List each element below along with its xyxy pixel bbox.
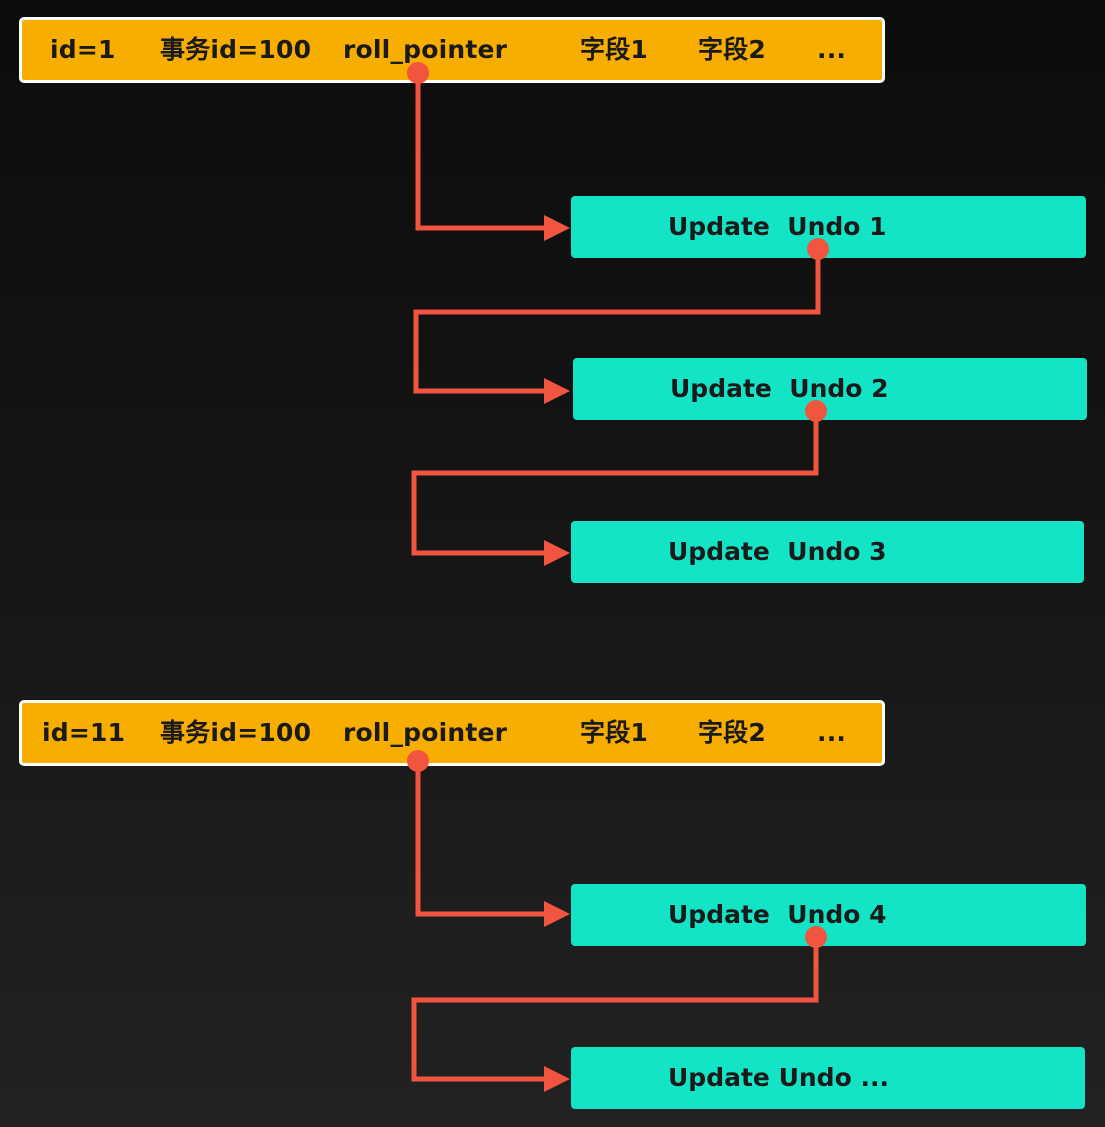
arrowhead: [544, 540, 570, 566]
undo-log-label: Update Undo ...: [668, 1063, 889, 1092]
record-roll-pointer: roll_pointer: [343, 35, 508, 64]
undo-log-label: Update Undo 4: [668, 900, 887, 929]
record-more: ...: [817, 718, 847, 747]
undo-log-label: Update Undo 2: [670, 374, 889, 403]
record-field-1: 字段1: [580, 718, 648, 747]
undo-log-3: Update Undo 3: [571, 521, 1084, 583]
arrowhead: [544, 378, 570, 404]
undo-log-label: Update Undo 3: [668, 537, 887, 566]
record-more: ...: [817, 35, 847, 64]
undo-log-1: Update Undo 1: [571, 196, 1086, 258]
record-row-1: id=1 事务id=100 roll_pointer 字段1 字段2 ...: [19, 17, 885, 83]
record-trx-id: 事务id=100: [160, 35, 312, 64]
record-row-2: id=11 事务id=100 roll_pointer 字段1 字段2 ...: [19, 700, 885, 766]
undo-log-5: Update Undo ...: [571, 1047, 1085, 1109]
record-trx-id: 事务id=100: [160, 718, 312, 747]
arrowhead: [544, 215, 570, 241]
record-field-1: 字段1: [580, 35, 648, 64]
arrowhead: [544, 1066, 570, 1092]
arrowhead: [544, 901, 570, 927]
record-field-2: 字段2: [698, 35, 766, 64]
record-field-2: 字段2: [698, 718, 766, 747]
undo-log-label: Update Undo 1: [668, 212, 887, 241]
record-roll-pointer: roll_pointer: [343, 718, 508, 747]
record-id: id=11: [42, 718, 126, 747]
undo-log-4: Update Undo 4: [571, 884, 1086, 946]
record-id: id=1: [50, 35, 116, 64]
link-row2-to-undo4: [415, 761, 548, 917]
link-row1-to-undo1: [415, 73, 548, 231]
undo-log-2: Update Undo 2: [573, 358, 1087, 420]
